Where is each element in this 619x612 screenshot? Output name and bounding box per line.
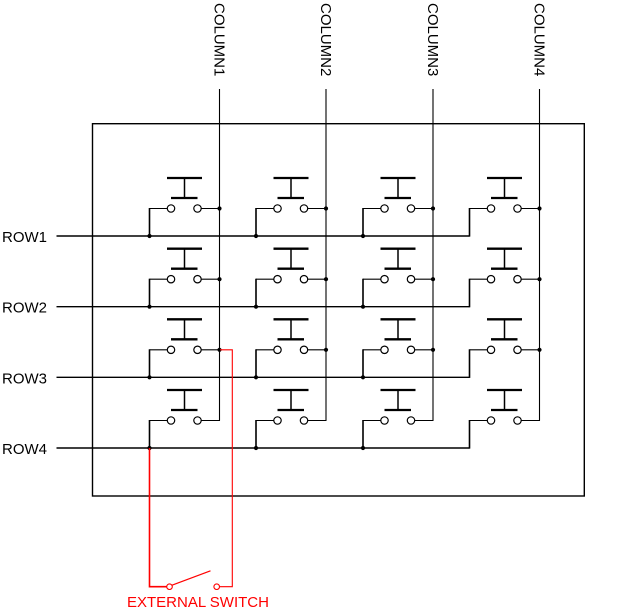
push-button-row2-column2	[254, 247, 328, 309]
junction-dot	[147, 304, 152, 309]
column4-label: COLUMN4	[531, 3, 548, 76]
push-button-row1-column1	[148, 176, 222, 238]
push-button-row3-column1	[148, 318, 222, 380]
junction-dot	[360, 375, 366, 380]
row-labels: ROW1 ROW2 ROW3 ROW4	[2, 229, 47, 458]
external-switch-left-contact	[166, 583, 173, 591]
junction-dot	[253, 445, 259, 451]
junction-dot	[430, 277, 436, 282]
external-switch-label: EXTERNAL SWITCH	[127, 594, 269, 611]
push-button-row3-column3	[361, 318, 435, 380]
column3-label: COLUMN3	[424, 3, 441, 76]
junction-dot	[253, 375, 259, 380]
row-bus-lines	[56, 235, 470, 449]
junction-dot	[147, 233, 152, 239]
junction-dot	[253, 233, 259, 239]
junction-dot	[323, 277, 329, 282]
row1-label: ROW1	[2, 229, 47, 246]
junction-dot	[360, 445, 366, 451]
external-switch-right-wire	[219, 349, 233, 588]
push-button-row4-column1	[148, 388, 222, 450]
junction-dot	[323, 206, 329, 211]
column-labels: COLUMN1 COLUMN2 COLUMN3 COLUMN4	[211, 3, 548, 76]
external-switch-circuit	[148, 349, 233, 591]
junction-dot	[217, 206, 222, 211]
push-button-row1-column2	[254, 176, 328, 238]
push-button-row4-column3	[361, 388, 435, 450]
junction-dot	[537, 347, 542, 352]
push-button-row2-column1	[148, 247, 222, 309]
row4-label: ROW4	[2, 441, 47, 458]
junction-dot	[430, 206, 436, 211]
push-button-row1-column4	[468, 176, 542, 238]
junction-dot	[147, 375, 152, 380]
push-button-row4-column4	[468, 388, 542, 450]
column-lines	[218, 89, 541, 421]
push-button-row3-column2	[254, 318, 328, 380]
junction-dot	[360, 304, 366, 309]
external-switch-blade	[171, 570, 211, 586]
junction-dot	[253, 304, 259, 309]
junction-dot	[217, 347, 222, 352]
row2-label: ROW2	[2, 300, 47, 317]
external-switch-right-contact	[213, 583, 221, 591]
column2-label: COLUMN2	[317, 3, 334, 76]
push-button-row2-column3	[361, 247, 435, 309]
push-button-row4-column2	[254, 388, 328, 450]
push-button-row1-column3	[361, 176, 435, 238]
push-button-row3-column4	[468, 318, 542, 380]
row3-label: ROW3	[2, 370, 47, 387]
external-switch-left-wire	[148, 448, 167, 588]
junction-dot	[217, 277, 222, 282]
push-button-row2-column4	[468, 247, 542, 309]
keypad-buttons	[147, 176, 542, 451]
junction-dot	[537, 206, 542, 211]
keypad-boundary-box	[91, 122, 585, 497]
junction-dot	[537, 277, 542, 282]
junction-dot	[430, 347, 436, 352]
junction-dot	[360, 233, 366, 239]
junction-dot	[323, 347, 329, 352]
column1-label: COLUMN1	[211, 3, 228, 76]
